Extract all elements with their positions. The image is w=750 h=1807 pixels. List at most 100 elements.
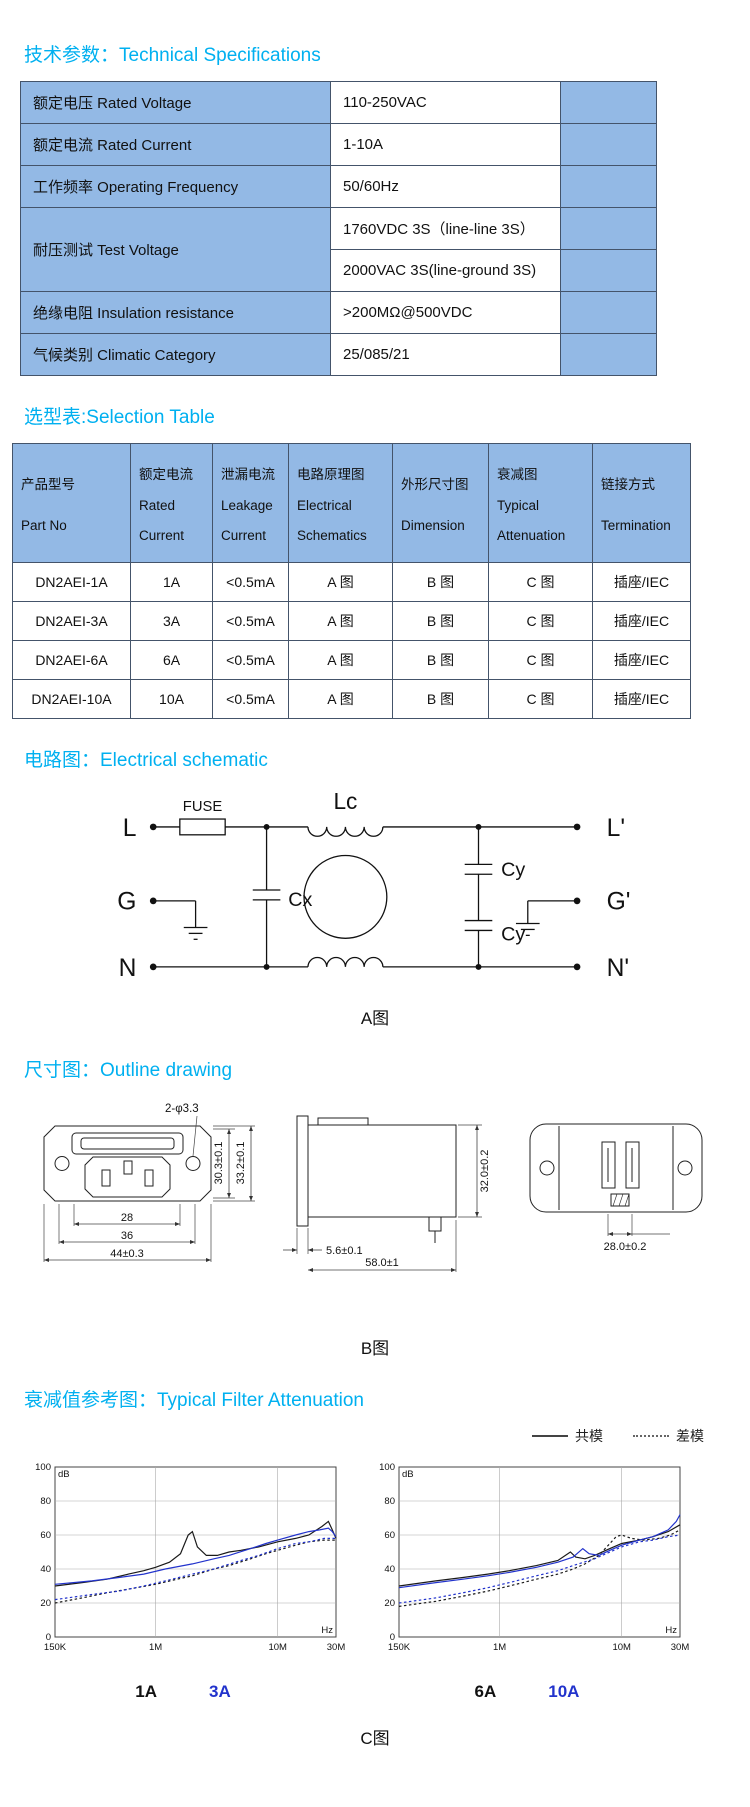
header-line: Electrical [297, 498, 352, 513]
x-axis-unit: Hz [321, 1625, 333, 1636]
y-tick-label: 0 [46, 1632, 51, 1643]
y-tick-label: 100 [35, 1462, 51, 1473]
y-tick-label: 40 [40, 1564, 51, 1575]
col-header-part-no: 产品型号 Part No [12, 443, 131, 563]
col-header-termination: 链接方式 Termination [592, 443, 691, 563]
cell-leakage: <0.5mA [212, 562, 289, 602]
y-tick-label: 60 [40, 1530, 51, 1541]
cell-part-no: DN2AEI-10A [12, 679, 131, 719]
header-line: Current [139, 528, 185, 543]
spec-filler [560, 123, 657, 166]
dim-body-length: 58.0±1 [365, 1257, 399, 1269]
spec-value: 2000VAC 3S(line-ground 3S) [330, 249, 561, 292]
dim-hole: 2-φ3.3 [165, 1103, 199, 1115]
y-tick-label: 20 [40, 1598, 51, 1609]
section-title-selection: 选型表:Selection Table [24, 407, 215, 428]
y-axis-unit: dB [402, 1469, 414, 1480]
circuit-nodes [149, 823, 581, 971]
y-tick-label: 60 [384, 1530, 395, 1541]
table-row: 耐压测试 Test Voltage 1760VDC 3S（line-line 3… [20, 207, 657, 292]
spec-filler [560, 207, 657, 250]
dim-height-inner: 30.3±0.1 [213, 1142, 225, 1185]
side-dimension-lines [283, 1124, 482, 1272]
y-tick-label: 80 [384, 1496, 395, 1507]
front-dimension-labels: 2-φ3.3 30.3±0.1 33.2±0.1 28 36 44±0.3 [110, 1103, 247, 1260]
col-header-dimension: 外形尺寸图 Dimension [392, 443, 489, 563]
header-line: Rated [139, 498, 176, 513]
y-tick-label: 0 [390, 1632, 395, 1643]
side-dimension-labels: 32.0±0.2 5.6±0.1 58.0±1 [326, 1150, 491, 1269]
spec-value: 110-250VAC [330, 81, 561, 124]
cell-part-no: DN2AEI-1A [12, 562, 131, 602]
curve-10A-共模 [398, 1514, 681, 1589]
header-line: Schematics [297, 528, 367, 543]
amp-label-6a: 6A [474, 1682, 497, 1701]
figure-b-caption: B图 [360, 1339, 390, 1358]
cell-schematic-ref: A 图 [288, 640, 393, 680]
spec-filler [560, 165, 657, 208]
terminal-label-n-prime: N' [607, 955, 630, 982]
spec-label: 额定电压 Rated Voltage [20, 81, 331, 124]
terminal-label-g: G [117, 889, 136, 916]
legend-common-mode: 共模 [532, 1426, 603, 1446]
curve-3A-差模 [54, 1537, 336, 1601]
curve-1A-差模 [54, 1539, 336, 1604]
spec-filler [560, 81, 657, 124]
curve-6A-共模 [398, 1524, 681, 1587]
side-view [296, 1115, 457, 1243]
cell-schematic-ref: A 图 [288, 601, 393, 641]
section-title-specs: 技术参数：Technical Specifications [24, 45, 321, 66]
y-tick-label: 100 [379, 1462, 395, 1473]
cell-rated-current: 3A [130, 601, 213, 641]
x-axis-unit: Hz [665, 1625, 677, 1636]
cell-part-no: DN2AEI-3A [12, 601, 131, 641]
dim-width-outer: 44±0.3 [110, 1248, 144, 1260]
table-row: DN2AEI-3A 3A <0.5mA A 图 B 图 C 图 插座/IEC [12, 601, 691, 641]
figure-a-caption: A图 [360, 1009, 390, 1028]
cx-label: Cx [288, 889, 312, 911]
dim-flange-thickness: 5.6±0.1 [326, 1245, 363, 1257]
header-line: 链接方式 [601, 477, 655, 492]
solid-line-swatch [532, 1435, 568, 1437]
cell-rated-current: 6A [130, 640, 213, 680]
spec-filler [560, 249, 657, 292]
y-tick-label: 80 [40, 1496, 51, 1507]
terminal-label-l: L [123, 815, 137, 842]
section-title-outline: 尺寸图：Outline drawing [24, 1060, 233, 1081]
cell-termination: 插座/IEC [592, 679, 691, 719]
cell-termination: 插座/IEC [592, 640, 691, 680]
cell-termination: 插座/IEC [592, 601, 691, 641]
outline-figure: 2-φ3.3 30.3±0.1 33.2±0.1 28 36 44±0.3 [0, 1096, 750, 1326]
header-line: 产品型号 [21, 477, 75, 492]
y-tick-label: 40 [384, 1564, 395, 1575]
table-row: DN2AEI-6A 6A <0.5mA A 图 B 图 C 图 插座/IEC [12, 640, 691, 680]
chart-footer-labels: 6A 10A [475, 1682, 580, 1702]
dim-rear-width: 28.0±0.2 [604, 1241, 647, 1253]
table-row: 2000VAC 3S(line-ground 3S) [21, 249, 657, 292]
table-row: 额定电压 Rated Voltage 110-250VAC [20, 81, 657, 124]
amp-label-1a: 1A [135, 1682, 157, 1701]
terminal-label-g-prime: G' [607, 889, 631, 916]
table-row: DN2AEI-1A 1A <0.5mA A 图 B 图 C 图 插座/IEC [12, 562, 691, 602]
terminal-label-n: N [119, 955, 137, 982]
cell-dimension-ref: B 图 [392, 562, 489, 602]
spec-value: 1760VDC 3S（line-line 3S） [330, 207, 561, 250]
legend-label: 共模 [575, 1428, 603, 1444]
cell-leakage: <0.5mA [212, 679, 289, 719]
fuse-label: FUSE [183, 799, 223, 815]
section-title-schematic: 电路图：Electrical schematic [24, 750, 268, 771]
dim-width-inner: 28 [121, 1212, 133, 1224]
cell-part-no: DN2AEI-6A [12, 640, 131, 680]
plot-frame [398, 1466, 681, 1638]
col-header-rated-current: 额定电流 Rated Current [130, 443, 213, 563]
header-line: Termination [601, 518, 671, 533]
x-tick-label: 10M [268, 1642, 287, 1653]
x-tick-label: 10M [612, 1642, 631, 1653]
curve-6A-差模 [398, 1529, 681, 1607]
spec-value: >200MΩ@500VDC [330, 291, 561, 334]
cell-attenuation-ref: C 图 [488, 562, 593, 602]
spec-label: 额定电流 Rated Current [20, 123, 331, 166]
